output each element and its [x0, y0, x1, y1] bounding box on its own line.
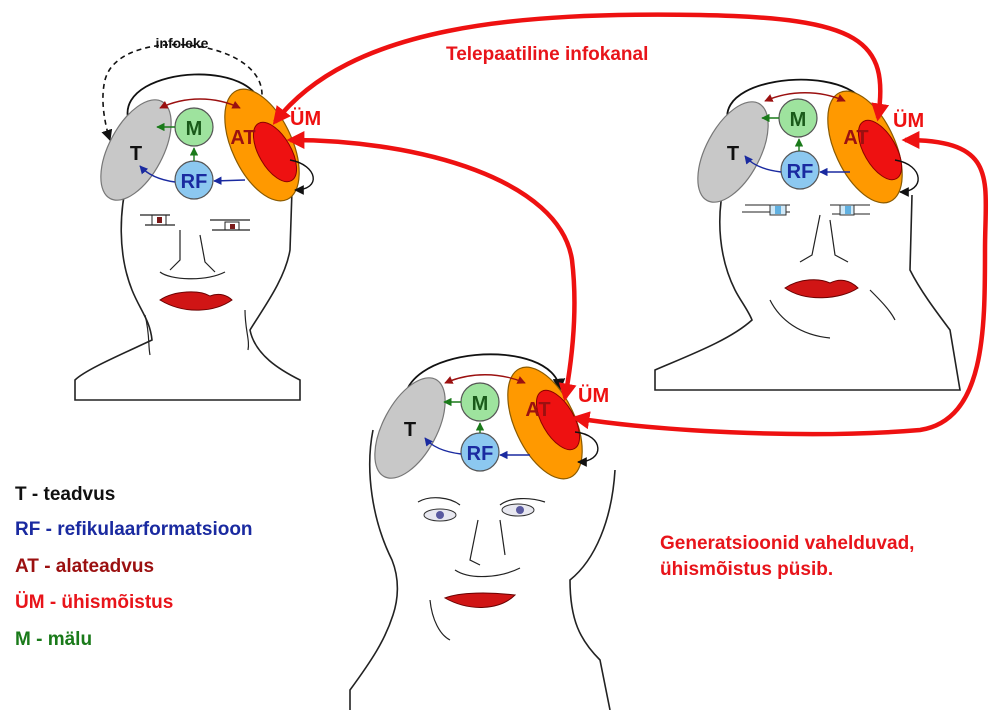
head-1-jaw: [145, 310, 248, 355]
head-3-T-label: T: [404, 419, 416, 441]
head-3-AT-label: AT: [525, 399, 550, 421]
head-2-RF-label: RF: [787, 161, 814, 183]
legend-RF: RF - refikulaarformatsioon: [15, 519, 253, 541]
head-2-nose: [800, 215, 848, 262]
head-3-pupil-left: [436, 511, 444, 519]
head-1-nose: [160, 230, 225, 279]
legend-T: T - teadvus: [15, 484, 115, 506]
head-1-M-label: M: [186, 118, 203, 140]
head-3-UM-label: ÜM: [578, 384, 609, 407]
head-1-T-label: T: [130, 143, 142, 165]
head-3-pupil-right: [516, 506, 524, 514]
head-3-RF-label: RF: [467, 443, 494, 465]
head-1-AT-RF-arrow: [214, 180, 245, 181]
head-1-outline: [75, 170, 300, 400]
head-3-lips: [445, 593, 515, 607]
head-2-UM-label: ÜM: [893, 109, 924, 132]
legend-AT: AT - alateadvus: [15, 556, 154, 578]
head-3-brow-left: [418, 498, 460, 505]
head-2-pupil-right: [845, 206, 851, 214]
head-2-pupil-left: [775, 206, 781, 214]
head-2-lips: [785, 280, 858, 298]
infoleke-label: infoleke: [156, 35, 209, 51]
head-1: T M RF AT ÜM infoleke: [75, 35, 321, 400]
head-2-T-label: T: [727, 143, 739, 165]
caption-line-1: Generatsioonid vahelduvad,: [660, 532, 914, 556]
head-1-UM-label: ÜM: [290, 107, 321, 130]
head-2-AT-label: AT: [843, 127, 868, 149]
head-3: T M RF AT ÜM: [350, 354, 615, 710]
legend-UM: ÜM - ühismõistus: [15, 592, 173, 614]
head-1-AT-label: AT: [230, 127, 255, 149]
head-3-M-label: M: [472, 393, 489, 415]
head-3-jaw: [430, 600, 450, 640]
head-1-lips: [160, 292, 232, 310]
head-1-pupil-right: [230, 224, 235, 229]
channel-label: Telepaatiline infokanal: [446, 44, 648, 65]
head-3-nose: [455, 520, 520, 577]
head-2: T M RF AT ÜM: [655, 80, 960, 390]
head-2-M-label: M: [790, 109, 807, 131]
caption-line-2: ühismõistus püsib.: [660, 558, 833, 582]
channel-head1-head3: [290, 140, 574, 398]
head-1-pupil-left: [157, 217, 162, 223]
head-1-RF-label: RF: [181, 171, 208, 193]
legend-M: M - mälu: [15, 629, 92, 651]
